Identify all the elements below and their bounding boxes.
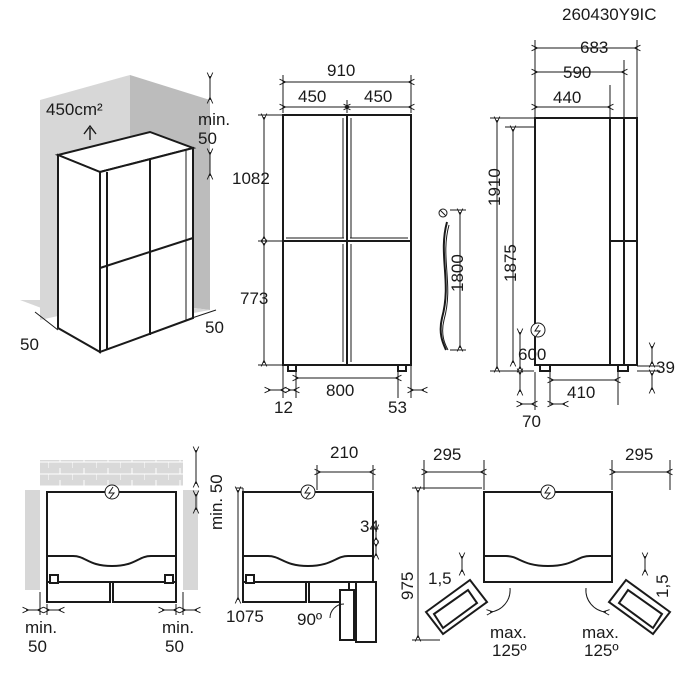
angle-value: 90º bbox=[297, 610, 322, 629]
side-clearance-value: 50 bbox=[20, 335, 39, 354]
lower-door-height-value: 773 bbox=[240, 289, 268, 308]
right-max-label: max. bbox=[582, 623, 619, 642]
door-width-right-value: 450 bbox=[364, 87, 392, 106]
upper-door-height-value: 1082 bbox=[232, 169, 270, 188]
water-hose: 1800 bbox=[438, 208, 467, 350]
rear-clearance-value: 50 bbox=[205, 318, 224, 337]
foot-depth-value: 410 bbox=[567, 383, 595, 402]
perspective-view: 450cm² min. 50 50 50 bbox=[20, 75, 230, 354]
depth-open-value: 975 bbox=[398, 572, 417, 600]
left-offset-value: 295 bbox=[433, 445, 461, 464]
right-max-angle: 125º bbox=[584, 641, 619, 660]
open-width-value: 1075 bbox=[226, 607, 264, 626]
total-height-value: 1910 bbox=[485, 168, 504, 206]
right-offset-value: 295 bbox=[625, 445, 653, 464]
depth-with-doors-value: 590 bbox=[563, 63, 591, 82]
airflow-arrow-icon bbox=[83, 124, 97, 140]
top-view-125: 295 295 975 1,5 1,5 max. 125º max. 125º bbox=[398, 445, 672, 660]
left-gap-value: 1,5 bbox=[428, 569, 452, 588]
foot-height-value: 39 bbox=[656, 358, 675, 377]
side-view: 683 590 440 1910 1875 600 39 410 70 bbox=[485, 38, 675, 431]
door-width-left-value: 450 bbox=[298, 87, 326, 106]
right-gap-value: 1,5 bbox=[653, 574, 672, 598]
top-clearance-label: min. bbox=[198, 110, 230, 129]
power-plug-icon bbox=[104, 484, 120, 500]
top-view-wall: min. 50 min. 50 min. 50 bbox=[25, 450, 226, 656]
door-protrusion-value: 34 bbox=[360, 517, 379, 536]
left-clearance-value: 50 bbox=[28, 637, 47, 656]
left-max-label: max. bbox=[490, 623, 527, 642]
ventilation-area-label: 450cm² bbox=[46, 100, 103, 119]
right-clearance-value: 50 bbox=[165, 637, 184, 656]
power-plug-icon bbox=[530, 322, 546, 338]
front-view: 910 450 450 1082 773 800 12 53 bbox=[232, 61, 424, 417]
top-clearance-value: min. 50 bbox=[207, 474, 226, 530]
right-clearance-label: min. bbox=[162, 618, 194, 637]
foot-offset-right-value: 53 bbox=[388, 398, 407, 417]
foot-offset-left-value: 12 bbox=[274, 398, 293, 417]
foot-spacing-value: 800 bbox=[326, 381, 354, 400]
power-plug-icon bbox=[540, 484, 556, 500]
hose-length-value: 1800 bbox=[448, 254, 467, 292]
body-height-value: 1875 bbox=[501, 244, 520, 282]
left-clearance-label: min. bbox=[25, 618, 57, 637]
body-depth-value: 440 bbox=[553, 88, 581, 107]
rear-foot-offset-value: 70 bbox=[522, 412, 541, 431]
total-width-value: 910 bbox=[327, 61, 355, 80]
depth-with-handles-value: 683 bbox=[580, 38, 608, 57]
document-code: 260430Y9IC bbox=[562, 5, 657, 24]
offset-value: 210 bbox=[330, 443, 358, 462]
top-clearance-value: 50 bbox=[198, 129, 217, 148]
top-view-90: 210 1075 34 90º bbox=[226, 443, 379, 643]
power-plug-icon bbox=[300, 484, 316, 500]
water-tap-icon bbox=[438, 208, 448, 218]
socket-height-value: 600 bbox=[518, 345, 546, 364]
left-max-angle: 125º bbox=[492, 641, 527, 660]
